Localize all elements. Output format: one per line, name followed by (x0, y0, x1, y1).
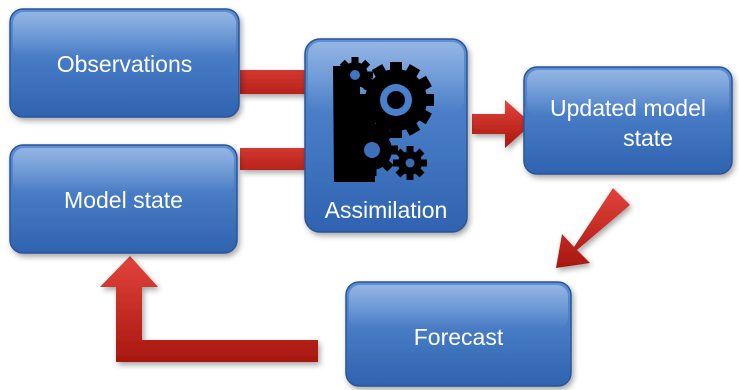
forecast-label: Forecast (414, 324, 504, 350)
arrow-forecast-to-model-state (100, 256, 318, 362)
observations-label: Observations (57, 51, 193, 77)
observations-box: Observations (9, 8, 240, 118)
updated-model-state-box: Updated model state (523, 66, 733, 175)
arrow-updated-state-to-forecast (556, 188, 630, 268)
model-state-box: Model state (9, 144, 238, 254)
gears-icon (333, 57, 434, 182)
assimilation-label: Assimilation (325, 197, 448, 223)
updated-model-state-label-line2: state (623, 125, 673, 151)
arrow-assimilation-to-updated-state (472, 100, 532, 148)
updated-model-state-label-line1: Updated model (550, 95, 706, 121)
model-state-label: Model state (64, 187, 183, 213)
forecast-box: Forecast (345, 281, 572, 387)
